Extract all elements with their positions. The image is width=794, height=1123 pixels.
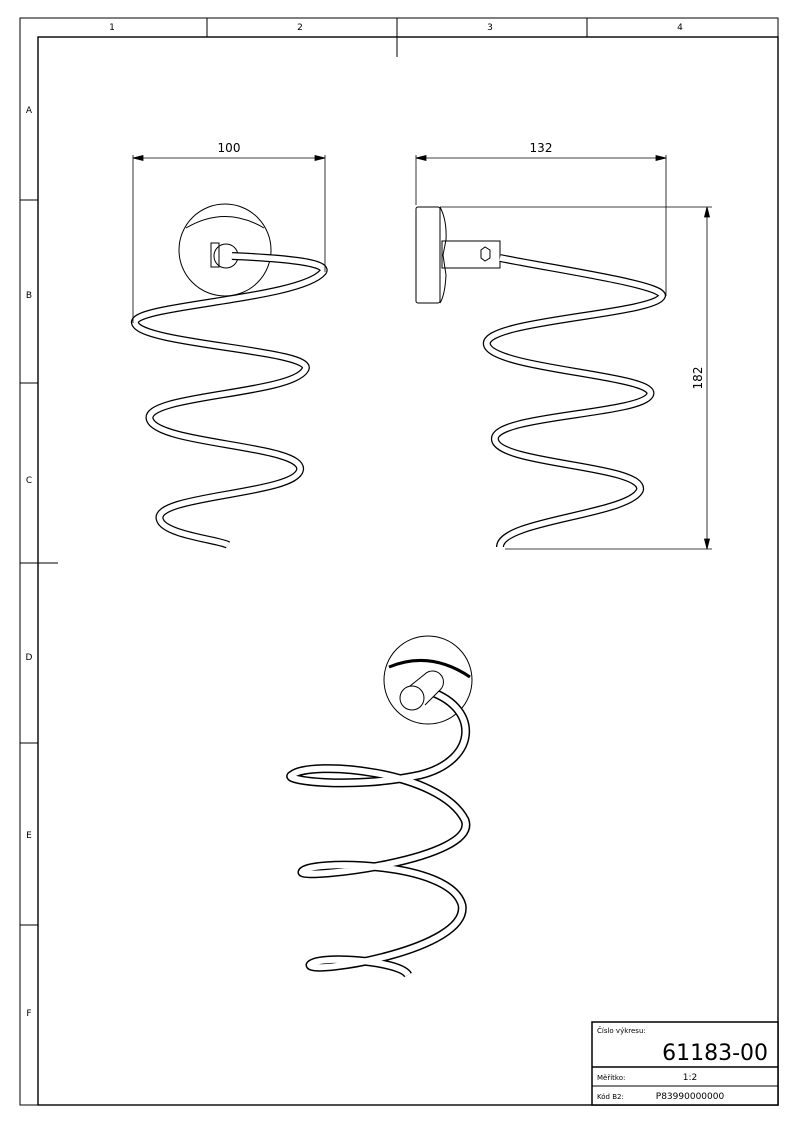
zone-labels: 1 2 3 4 A B C D E F xyxy=(26,23,684,1019)
side-view xyxy=(415,154,712,550)
dimension-height-label: 182 xyxy=(691,367,705,390)
drawing-frame xyxy=(19,17,779,1106)
zone-col-2: 2 xyxy=(297,23,303,33)
front-spring xyxy=(131,252,328,549)
isometric-view xyxy=(286,635,473,979)
zone-row-c: C xyxy=(26,476,32,486)
drawing-number: 61183-00 xyxy=(662,1041,768,1066)
dimension-depth-label: 132 xyxy=(530,141,553,155)
drawing-number-label: Číslo výkresu: xyxy=(597,1026,646,1035)
scale-value: 1:2 xyxy=(683,1073,697,1083)
dimension-width xyxy=(132,154,326,323)
code-label: Kód B2: xyxy=(597,1093,624,1101)
dimension-width-label: 100 xyxy=(218,141,241,155)
code-value: P83990000000 xyxy=(656,1092,725,1102)
title-block xyxy=(591,1021,779,1106)
scale-label: Měřítko: xyxy=(597,1074,625,1082)
zone-row-f: F xyxy=(26,1009,31,1019)
iso-spring xyxy=(286,685,471,979)
zone-row-d: D xyxy=(26,653,33,663)
zone-col-3: 3 xyxy=(487,23,493,33)
zone-row-e: E xyxy=(26,831,32,841)
dimension-depth xyxy=(415,154,667,296)
zone-row-b: B xyxy=(26,291,32,301)
dimension-height xyxy=(440,206,712,550)
zone-col-1: 1 xyxy=(109,23,115,33)
side-spring xyxy=(483,254,666,549)
front-view xyxy=(131,154,328,549)
zone-row-a: A xyxy=(26,106,33,116)
zone-col-4: 4 xyxy=(677,23,683,33)
